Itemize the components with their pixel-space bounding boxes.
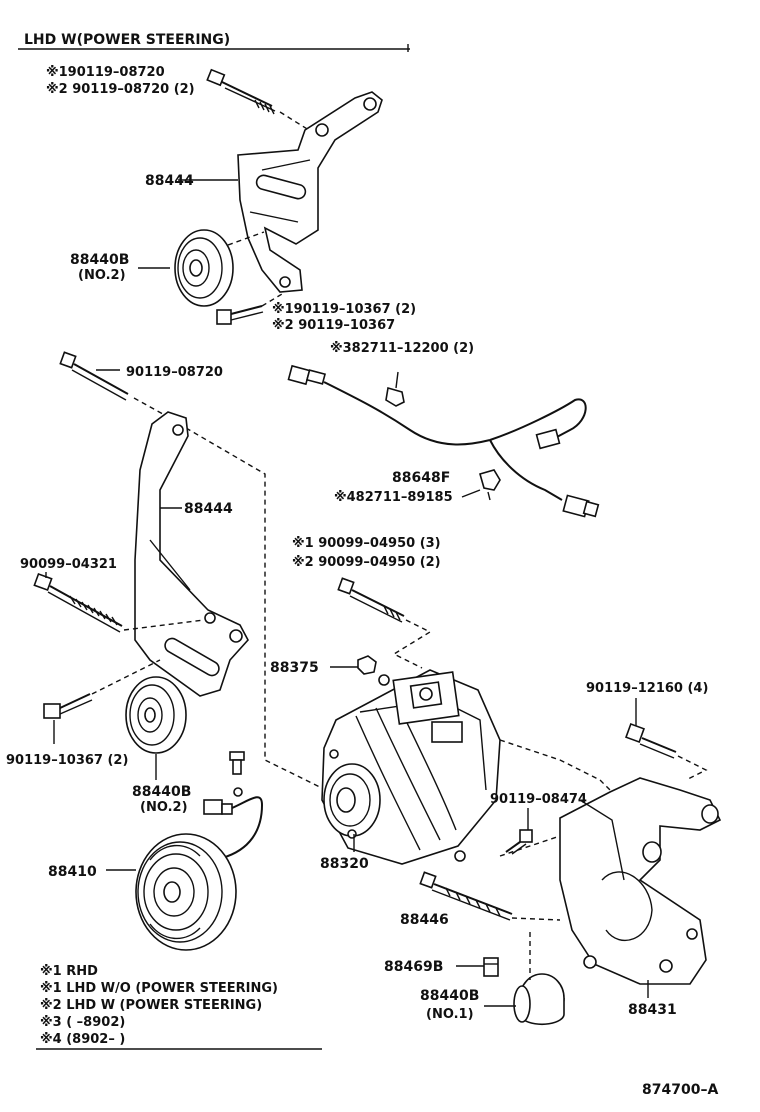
label-88440b-mid-sub: (NO.2)	[140, 800, 188, 815]
label-bolt-12160: 90119–12160 (4)	[586, 681, 708, 696]
note-3: ※2 LHD W (POWER STEERING)	[40, 998, 262, 1013]
wire-harness-88648f	[287, 364, 600, 518]
bracket-88444-left	[134, 411, 249, 697]
label-88440b-top-sub: (NO.2)	[78, 268, 126, 283]
bolt-12160	[625, 723, 677, 759]
note-5: ※4 (8902– )	[40, 1032, 125, 1047]
label-bolt-04950-a: ※1 90099–04950 (3)	[292, 536, 441, 551]
label-88444-left: 88444	[184, 501, 233, 517]
label-88320: 88320	[320, 856, 369, 872]
note-2: ※1 LHD W/O (POWER STEERING)	[40, 981, 278, 996]
clutch-88410	[135, 833, 237, 951]
clamp-82711-12200	[385, 371, 405, 407]
washer-88469b	[483, 957, 499, 977]
label-88469b: 88469B	[384, 959, 443, 975]
label-88410: 88410	[48, 864, 97, 880]
dash-12	[511, 917, 561, 921]
label-bolt-10367-a: ※190119–10367 (2)	[272, 302, 416, 317]
bolt-08720-left	[59, 351, 129, 401]
dash-11	[499, 835, 561, 857]
note-1: ※1 RHD	[40, 964, 98, 979]
dash-2	[227, 231, 265, 246]
note-4: ※3 ( –8902)	[40, 1015, 125, 1030]
screw-small	[229, 751, 245, 775]
bolt-04321	[33, 572, 123, 633]
bolt-88446	[419, 871, 513, 921]
label-88375: 88375	[270, 660, 319, 676]
leader-clamp-b	[461, 489, 481, 498]
bracket-88444-top	[237, 91, 383, 293]
header-title: LHD W(POWER STEERING)	[24, 32, 230, 48]
pulley-88440b-top	[174, 229, 234, 307]
label-clamp-89185: ※482711–89185	[334, 490, 453, 505]
label-bolt-08720-b: ※2 90119–08720 (2)	[46, 82, 195, 97]
label-wire-88648f: 88648F	[392, 470, 450, 486]
figure-number: 874700–A	[642, 1082, 718, 1098]
label-bolt-10367-b: ※2 90119–10367	[272, 318, 395, 333]
dash-8	[392, 619, 432, 669]
dash-6	[123, 619, 205, 631]
dash-3	[261, 293, 283, 307]
label-88440b-no1: 88440B	[420, 988, 479, 1004]
plug-88375	[357, 655, 377, 675]
legend-notes: ※1 RHD ※1 LHD W/O (POWER STEERING) ※2 LH…	[40, 964, 278, 1047]
bolt-top	[206, 68, 276, 115]
dash-9	[677, 755, 708, 781]
label-bolt-04950-b: ※2 90099–04950 (2)	[292, 555, 441, 570]
label-88440b-no1-sub: (NO.1)	[426, 1007, 474, 1022]
clutch-connector	[203, 787, 264, 859]
dash-7	[91, 659, 161, 695]
label-bolt-08720-a: ※190119–08720	[46, 65, 165, 80]
label-bolt-08720-left: 90119–08720	[126, 365, 223, 380]
dash-4	[133, 397, 171, 419]
label-bolt-10367-left: 90119–10367 (2)	[6, 753, 128, 768]
pulley-88440b-no1	[513, 973, 565, 1026]
label-88440b-mid: 88440B	[132, 784, 191, 800]
dash-5	[185, 427, 331, 793]
pulley-88440b-mid	[125, 676, 187, 754]
bolt-10367-left	[43, 693, 93, 719]
label-clamp-12200: ※382711–12200 (2)	[330, 341, 474, 356]
bracket-88431	[559, 777, 722, 985]
clamp-82711-89185	[479, 469, 501, 501]
label-bolt-08474: 90119–08474	[490, 792, 587, 807]
label-88431: 88431	[628, 1002, 677, 1018]
label-88440b-top: 88440B	[70, 252, 129, 268]
bolt-10367-top	[216, 305, 264, 325]
label-bolt-04321: 90099–04321	[20, 557, 117, 572]
bolt-04950	[337, 577, 405, 623]
label-88444-top: 88444	[145, 173, 194, 189]
compressor-88320	[321, 669, 501, 865]
label-88446: 88446	[400, 912, 449, 928]
